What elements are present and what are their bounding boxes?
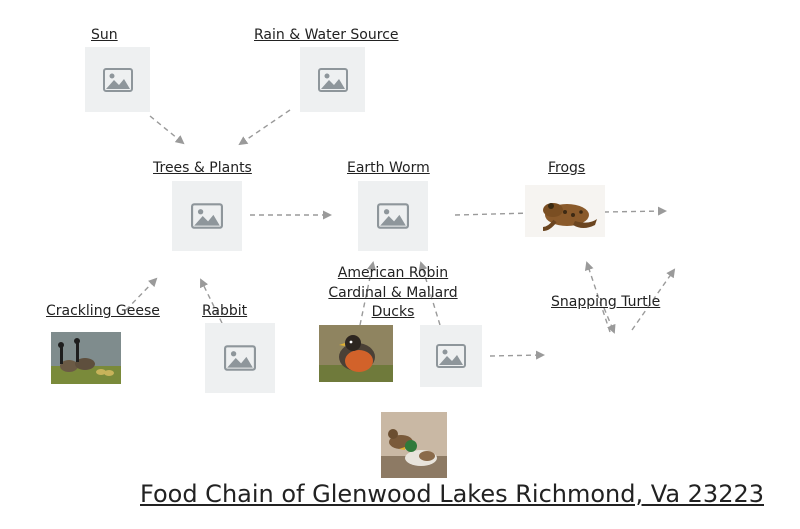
robin-photo [319, 325, 393, 382]
label-robin-line2: Cardinal & Mallard [328, 285, 458, 301]
arrow-rain-to-trees [238, 109, 291, 146]
image-placeholder-icon [224, 345, 256, 371]
arrow-frogs-out [603, 206, 667, 216]
page-title: Food Chain of Glenwood Lakes Richmond, V… [140, 480, 764, 508]
label-trees-plants: Trees & Plants [153, 160, 252, 176]
sun-image-placeholder [85, 47, 150, 112]
label-robin-line1: American Robin [337, 265, 449, 281]
arrow-turtle-down [603, 307, 616, 334]
label-rain-water-source: Rain & Water Source [254, 27, 399, 43]
arrow-robin-to-worm-b [418, 261, 441, 326]
arrow-ducks-out [489, 350, 545, 360]
rabbit-image-placeholder [205, 323, 275, 393]
label-rabbit: Rabbit [202, 303, 248, 319]
image-placeholder-icon [191, 203, 223, 229]
label-earth-worm: Earth Worm [347, 160, 430, 176]
label-robin-line3: Ducks [371, 304, 415, 320]
image-placeholder-icon [102, 67, 133, 92]
label-frogs: Frogs [548, 160, 586, 176]
worm-image-placeholder [358, 181, 428, 251]
arrow-rabbit-to-trees [200, 278, 223, 324]
image-placeholder-icon [436, 344, 466, 368]
label-snapping-turtle: Snapping Turtle [551, 294, 661, 310]
trees-image-placeholder [172, 181, 242, 251]
arrow-sun-to-trees [149, 115, 185, 145]
label-sun: Sun [91, 27, 118, 43]
image-placeholder-icon [377, 203, 409, 229]
arrow-turtle-to-frogs [584, 261, 611, 333]
mallard-ducks-photo [381, 412, 447, 478]
image-placeholder-icon [317, 67, 348, 92]
label-crackling-geese: Crackling Geese [46, 303, 160, 319]
frog-photo [525, 185, 605, 237]
arrow-worm-to-frogs [454, 208, 535, 218]
arrow-turtle-up-right [631, 268, 676, 331]
arrow-geese-to-trees [125, 277, 158, 311]
rain-image-placeholder [300, 47, 365, 112]
geese-photo [51, 332, 121, 384]
arrow-robin-to-worm-a [359, 261, 376, 326]
cardinal-image-placeholder [420, 325, 482, 387]
